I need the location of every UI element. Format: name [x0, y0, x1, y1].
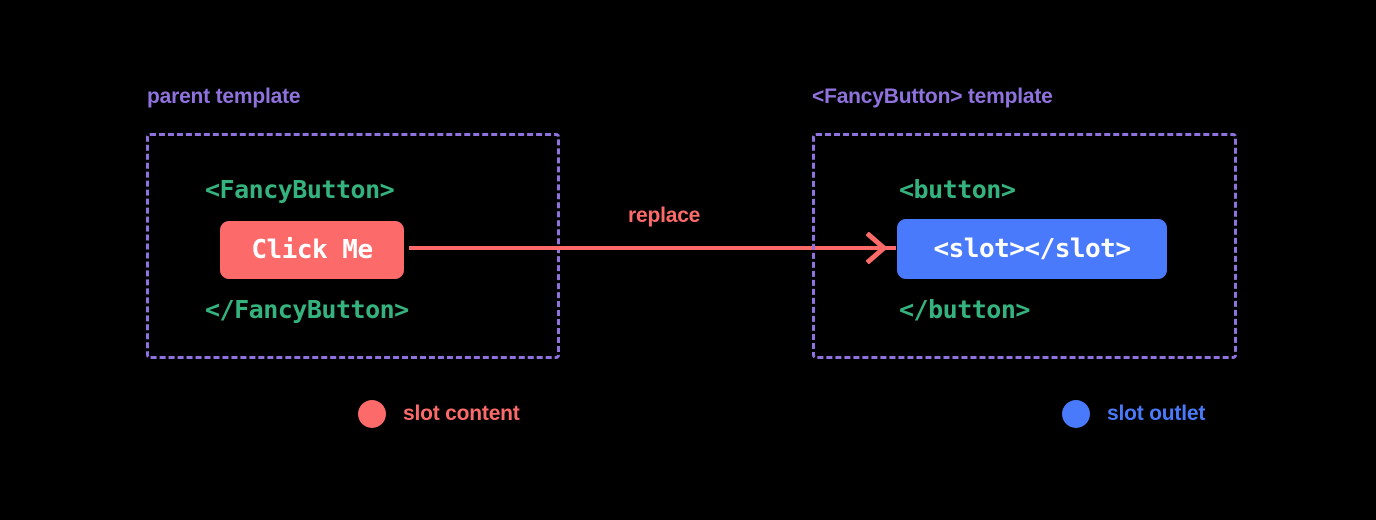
parent-close-tag: </FancyButton>: [205, 295, 409, 324]
slot-outlet-swatch-icon: [1062, 400, 1090, 428]
arrow-right-icon: [866, 232, 888, 264]
parent-template-heading: parent template: [147, 85, 301, 108]
slot-content-swatch-icon: [358, 400, 386, 428]
legend-item-slot-outlet: slot outlet: [1062, 400, 1205, 428]
replace-arrow-line: [409, 246, 896, 250]
fancybutton-template-heading: <FancyButton> template: [812, 85, 1053, 108]
slot-content-chip-label: Click Me: [251, 235, 373, 265]
parent-open-tag: <FancyButton>: [205, 175, 395, 204]
slot-outlet-chip-label: <slot></slot>: [933, 234, 1132, 264]
legend-item-slot-content: slot content: [358, 400, 520, 428]
button-close-tag: </button>: [899, 295, 1030, 324]
replace-label: replace: [628, 204, 701, 227]
slot-outlet-chip: <slot></slot>: [897, 219, 1167, 279]
legend-label-slot-outlet: slot outlet: [1107, 402, 1206, 425]
legend-label-slot-content: slot content: [403, 402, 520, 425]
button-open-tag: <button>: [899, 175, 1016, 204]
fancybutton-template-box: [812, 133, 1237, 359]
slot-content-chip: Click Me: [220, 221, 404, 279]
